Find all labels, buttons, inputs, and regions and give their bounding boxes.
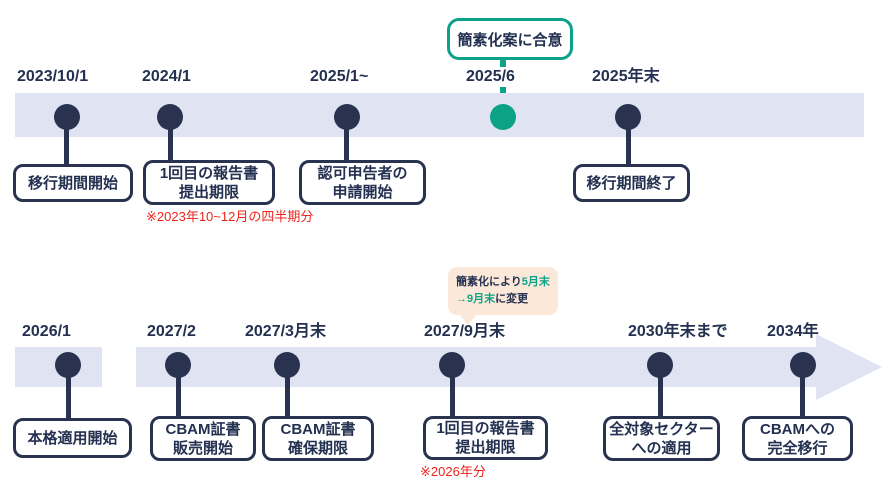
milestone-dot (647, 352, 673, 378)
milestone-dot (165, 352, 191, 378)
date-label: 2034年 (767, 323, 819, 340)
event-box: 移行期間開始 (13, 164, 133, 202)
event-box: 認可申告者の 申請開始 (299, 160, 426, 205)
connector-line (168, 126, 173, 162)
connector-line (450, 374, 455, 416)
event-box: CBAMへの 完全移行 (742, 416, 853, 461)
footnote: ※2026年分 (420, 464, 486, 479)
deadline-change-callout: 簡素化により5月末 →9月末に変更 (448, 267, 558, 315)
connector-line (626, 126, 631, 166)
date-label: 2027/3月末 (245, 323, 326, 340)
callout-old-deadline: 5月末 (521, 276, 550, 288)
event-box: 1回目の報告書 提出期限 (423, 416, 548, 460)
date-label: 2026/1 (22, 323, 71, 340)
connector-line (64, 126, 69, 166)
milestone-dot (54, 104, 80, 130)
connector-line (344, 126, 349, 162)
footnote: ※2023年10~12月の四半期分 (146, 209, 314, 224)
milestone-dot-highlight (490, 104, 516, 130)
event-box: CBAM証書 確保期限 (262, 416, 374, 461)
date-label: 2027/2 (147, 323, 196, 340)
callout-new-deadline: →9月末 (456, 293, 496, 305)
milestone-dot (157, 104, 183, 130)
top-timeline-band (15, 93, 864, 137)
connector-line (800, 374, 805, 416)
date-label: 2030年末まで (628, 323, 728, 340)
date-label-highlight: 2025/6 (462, 67, 519, 87)
date-label: 2024/1 (142, 68, 191, 85)
callout-pointer (458, 313, 478, 325)
connector-line (66, 374, 71, 418)
event-box: 本格適用開始 (13, 418, 132, 458)
milestone-dot (790, 352, 816, 378)
callout-text: に変更 (495, 293, 529, 305)
callout-text: 簡素化により (456, 276, 522, 288)
event-box: 1回目の報告書 提出期限 (143, 160, 275, 205)
milestone-dot (334, 104, 360, 130)
date-label: 2025年末 (592, 68, 660, 85)
event-box: CBAM証書 販売開始 (150, 416, 256, 461)
milestone-dot (274, 352, 300, 378)
date-label: 2023/10/1 (17, 68, 89, 85)
event-box: 移行期間終了 (573, 164, 690, 202)
simplification-agreement-callout: 簡素化案に合意 (447, 18, 573, 60)
timeline-arrowhead (816, 334, 882, 400)
bottom-timeline-band-right (136, 347, 818, 387)
milestone-dot (615, 104, 641, 130)
date-label: 2027/9月末 (424, 323, 505, 340)
connector-line (658, 374, 663, 416)
connector-line (285, 374, 290, 416)
milestone-dot (439, 352, 465, 378)
milestone-dot (55, 352, 81, 378)
event-box: 全対象セクター への適用 (603, 416, 720, 461)
date-label: 2025/1~ (310, 68, 369, 85)
connector-line (176, 374, 181, 416)
callout-label: 簡素化案に合意 (457, 31, 563, 49)
